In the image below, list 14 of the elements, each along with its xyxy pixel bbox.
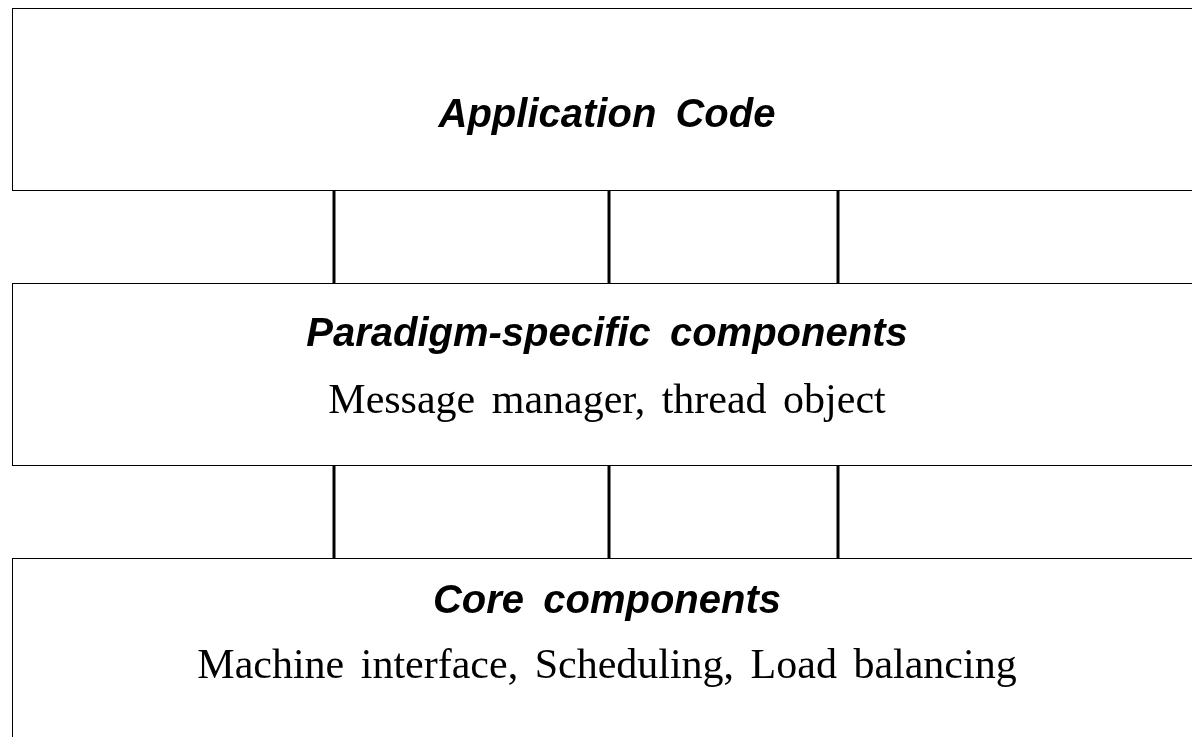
connector-line [607, 466, 611, 558]
layer-box [12, 8, 1192, 191]
layer-title: Core components [432, 577, 781, 622]
connector-line [332, 466, 336, 558]
layer-title: Paradigm-specific components [306, 310, 908, 355]
connector-line [332, 191, 336, 283]
layer-description: Message manager, thread object [328, 375, 886, 423]
connector-line [836, 466, 840, 558]
layer-title: Application Code [438, 91, 776, 136]
layer-description: Machine interface, Scheduling, Load balancing [197, 640, 1017, 688]
connector-line [836, 191, 840, 283]
layer-box [12, 558, 1192, 737]
layer-box [12, 283, 1192, 466]
connector-line [607, 191, 611, 283]
